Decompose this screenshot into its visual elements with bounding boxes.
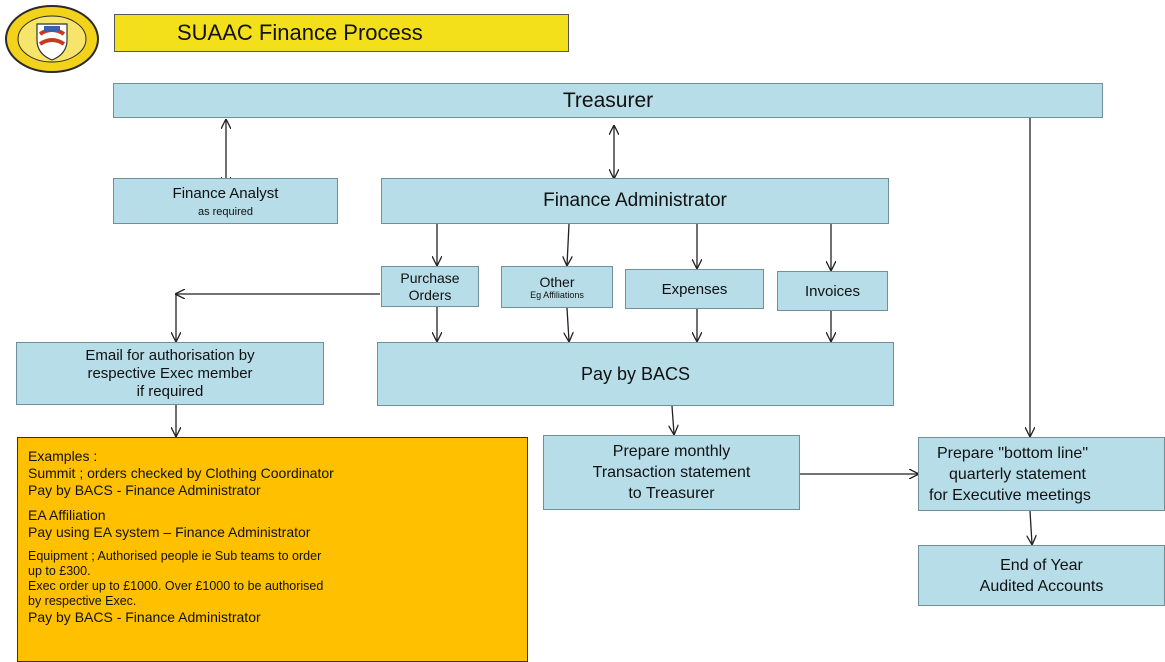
finance-administrator-box: Finance Administrator <box>381 178 889 224</box>
examples-ea-line2: Pay using EA system – Finance Administra… <box>28 524 311 540</box>
examples-panel: Examples : Summit ; orders checked by Cl… <box>17 437 528 662</box>
examples-equipment-line3: Exec order up to £1000. Over £1000 to be… <box>28 579 324 593</box>
end-of-year-label-line1: End of Year <box>1000 556 1083 574</box>
end-of-year-box: End of Year Audited Accounts <box>918 545 1165 606</box>
other-sublabel: Eg Affiliations <box>530 290 584 300</box>
quarterly-label-line1: Prepare "bottom line" <box>937 444 1088 462</box>
monthly-statement-box: Prepare monthly Transaction statement to… <box>543 435 800 510</box>
page-title: SUAAC Finance Process <box>114 14 569 52</box>
email-label-line2: respective Exec member <box>87 364 253 382</box>
other-bacs-connector <box>567 307 569 341</box>
monthly-label-line2: Transaction statement <box>592 464 751 481</box>
examples-equipment-line1: Equipment ; Authorised people ie Sub tea… <box>28 549 322 563</box>
expenses-label: Expenses <box>661 280 728 298</box>
purchase-orders-label-line1: Purchase <box>400 269 460 286</box>
page-title-text: SUAAC Finance Process <box>177 20 423 45</box>
examples-equipment-line5: Pay by BACS - Finance Administrator <box>28 609 261 625</box>
monthly-label-line3: to Treasurer <box>628 485 715 502</box>
examples-summit-line1: Summit ; orders checked by Clothing Coor… <box>28 465 334 481</box>
quarterly-label-line2: quarterly statement <box>949 465 1086 483</box>
pay-by-bacs-label: Pay by BACS <box>580 363 691 384</box>
examples-ea-line1: EA Affiliation <box>28 507 106 523</box>
bacs-monthly-connector <box>672 405 674 434</box>
invoices-label: Invoices <box>804 282 861 300</box>
other-label: Other <box>539 274 575 290</box>
quarterly-endyear-connector <box>1030 510 1032 544</box>
finance-analyst-box: Finance Analyst as required <box>113 178 338 224</box>
examples-equipment-line2: up to £300. <box>28 564 91 578</box>
pay-by-bacs-box: Pay by BACS <box>377 342 894 406</box>
expenses-box: Expenses <box>625 269 764 309</box>
examples-summit-line2: Pay by BACS - Finance Administrator <box>28 482 261 498</box>
club-logo-crest-icon <box>5 5 99 73</box>
purchase-orders-box: Purchase Orders <box>381 266 479 307</box>
email-label-line3: if required <box>136 382 204 400</box>
purchase-orders-label-line2: Orders <box>408 286 452 303</box>
treasurer-box: Treasurer <box>113 83 1103 118</box>
other-box: Other Eg Affiliations <box>501 266 613 308</box>
finance-analyst-sublabel: as required <box>197 205 254 218</box>
invoices-box: Invoices <box>777 271 888 311</box>
treasurer-label: Treasurer <box>562 88 654 112</box>
quarterly-statement-box: Prepare "bottom line" quarterly statemen… <box>918 437 1165 511</box>
quarterly-label-line3: for Executive meetings <box>929 486 1091 504</box>
admin-other-connector <box>567 223 569 265</box>
finance-analyst-label: Finance Analyst <box>172 184 279 202</box>
monthly-label-line1: Prepare monthly <box>612 443 731 460</box>
finance-administrator-label: Finance Administrator <box>543 190 727 211</box>
examples-heading: Examples : <box>28 448 98 464</box>
examples-equipment-line4: by respective Exec. <box>28 594 137 608</box>
email-authorisation-box: Email for authorisation by respective Ex… <box>16 342 324 405</box>
email-label-line1: Email for authorisation by <box>85 346 255 364</box>
end-of-year-label-line2: Audited Accounts <box>979 577 1104 595</box>
